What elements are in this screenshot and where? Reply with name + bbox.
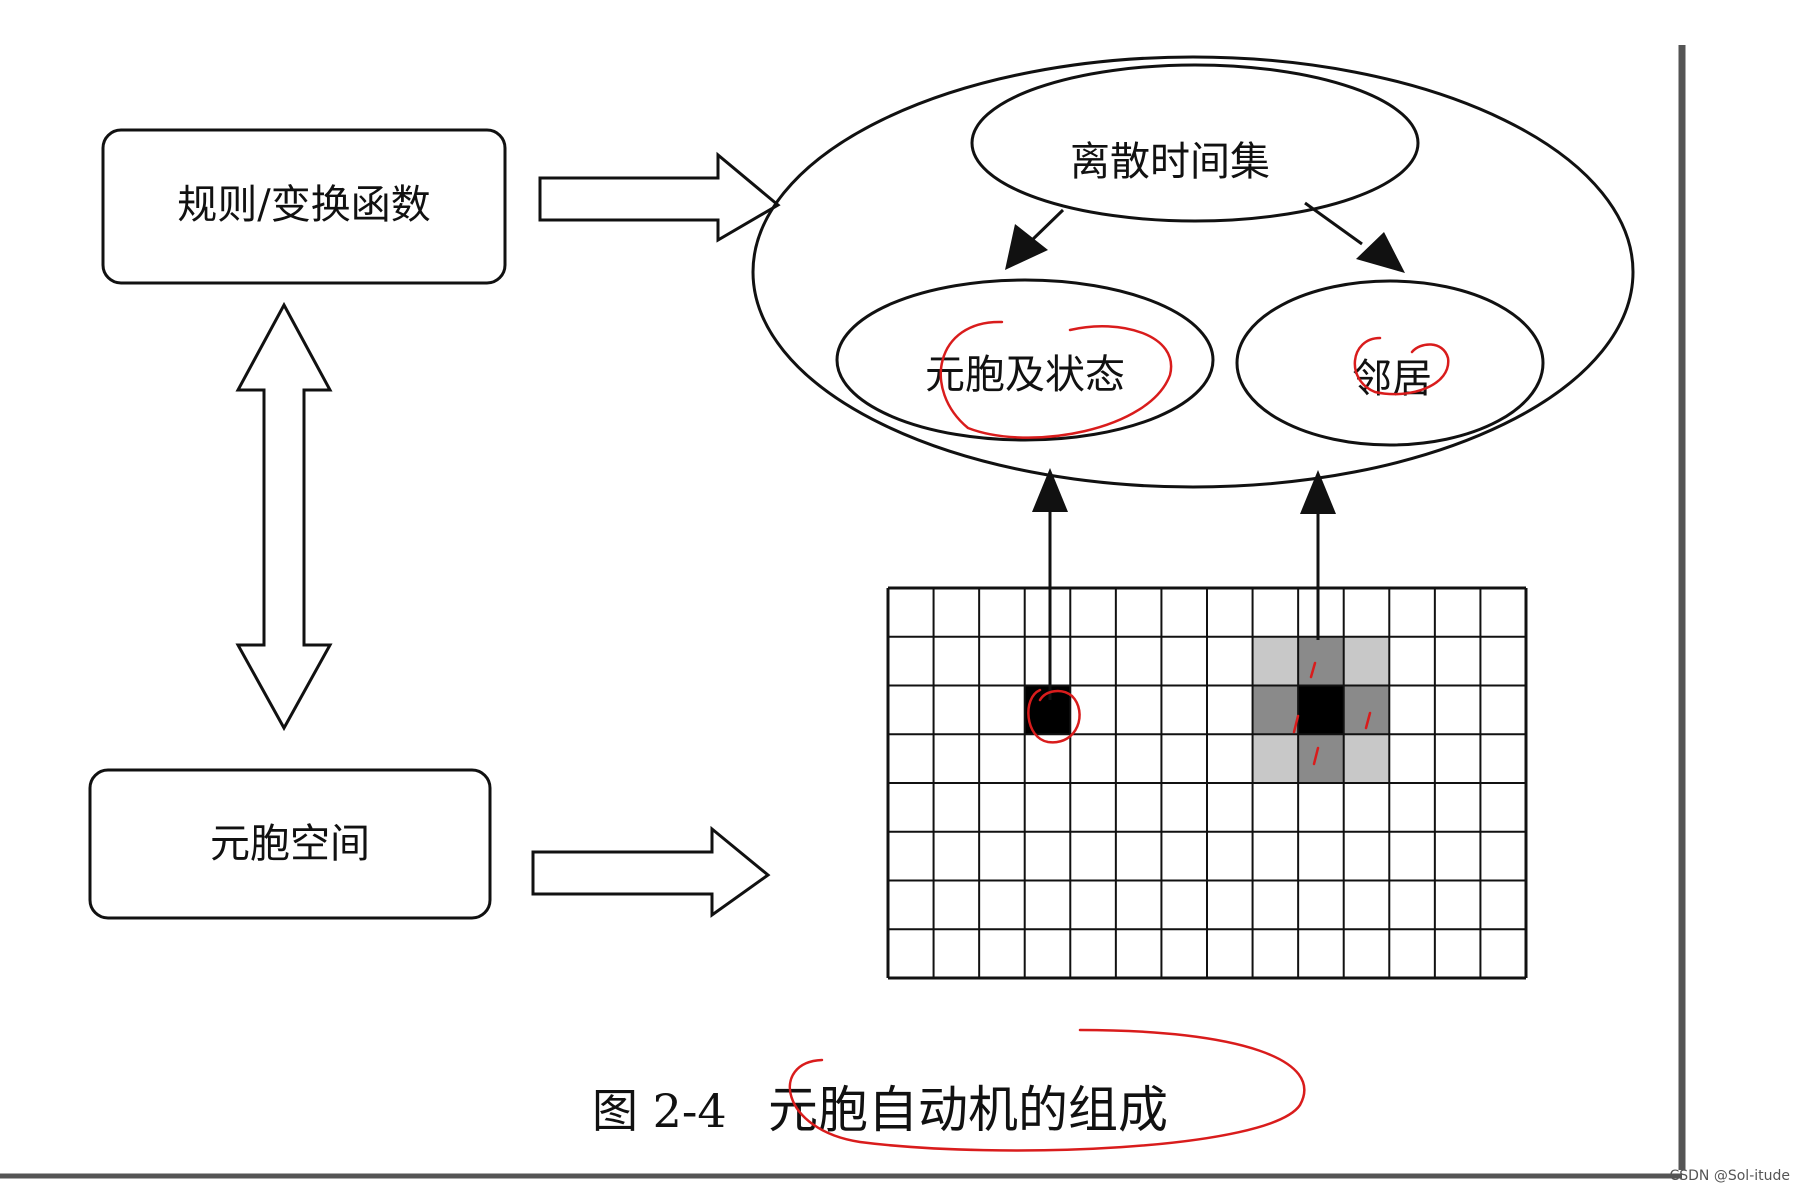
grid-cell-gray — [1298, 734, 1344, 783]
grid-cell-light-gray — [1252, 636, 1299, 686]
arrow-rules-to-ellipse — [538, 151, 781, 243]
grid-cell-black — [1298, 685, 1344, 735]
arrow-neighbors-to-neighbor-head — [1300, 470, 1336, 514]
grid-cell-gray — [1298, 636, 1344, 686]
arrow-time-to-cell-state-line — [1028, 208, 1065, 244]
cell-grid — [886, 586, 1528, 980]
annotation-circle-caption — [788, 1028, 1306, 1152]
figure-number: 图 2-4 — [592, 1084, 727, 1138]
outer-ellipse — [751, 55, 1635, 489]
annotation-mark-4 — [1312, 746, 1320, 766]
figure-caption: 元胞自动机的组成 — [768, 1081, 1168, 1139]
arrow-cell-to-state-head — [1032, 468, 1068, 512]
arrow-time-to-neighbor-head — [1356, 232, 1405, 273]
grid-cell-gray — [1252, 685, 1299, 735]
red-annotations — [788, 320, 1450, 1152]
discrete-time-label: 离散时间集 — [1070, 139, 1270, 185]
grid-cell-light-gray — [1343, 636, 1390, 686]
annotation-mark-1 — [1309, 661, 1317, 679]
annotation-mark-3 — [1364, 711, 1372, 730]
double-arrow-vertical — [235, 301, 333, 732]
cell-space-box — [88, 768, 492, 920]
annotation-circle-black-cell — [1027, 688, 1081, 744]
annotation-circle-neighbor — [1353, 336, 1450, 396]
cell-state-label: 元胞及状态 — [925, 352, 1125, 398]
neighbor-ellipse — [1235, 279, 1545, 447]
rules-box — [101, 128, 507, 285]
rules-box-label: 规则/变换函数 — [177, 182, 430, 228]
arrow-time-to-cell-state-head — [1005, 224, 1048, 270]
grid-cell-light-gray — [1343, 734, 1390, 783]
annotation-circle-cell-state — [939, 320, 1173, 439]
cell-space-box-label: 元胞空间 — [210, 821, 370, 867]
grid-cell-light-gray — [1252, 734, 1299, 783]
arrow-space-to-grid — [531, 825, 771, 918]
annotation-mark-2 — [1292, 714, 1300, 734]
cell-state-ellipse — [835, 278, 1215, 442]
arrow-time-to-neighbor-line — [1304, 201, 1363, 246]
watermark: CSDN @Sol-itude — [1669, 1168, 1790, 1184]
discrete-time-ellipse — [970, 63, 1420, 223]
